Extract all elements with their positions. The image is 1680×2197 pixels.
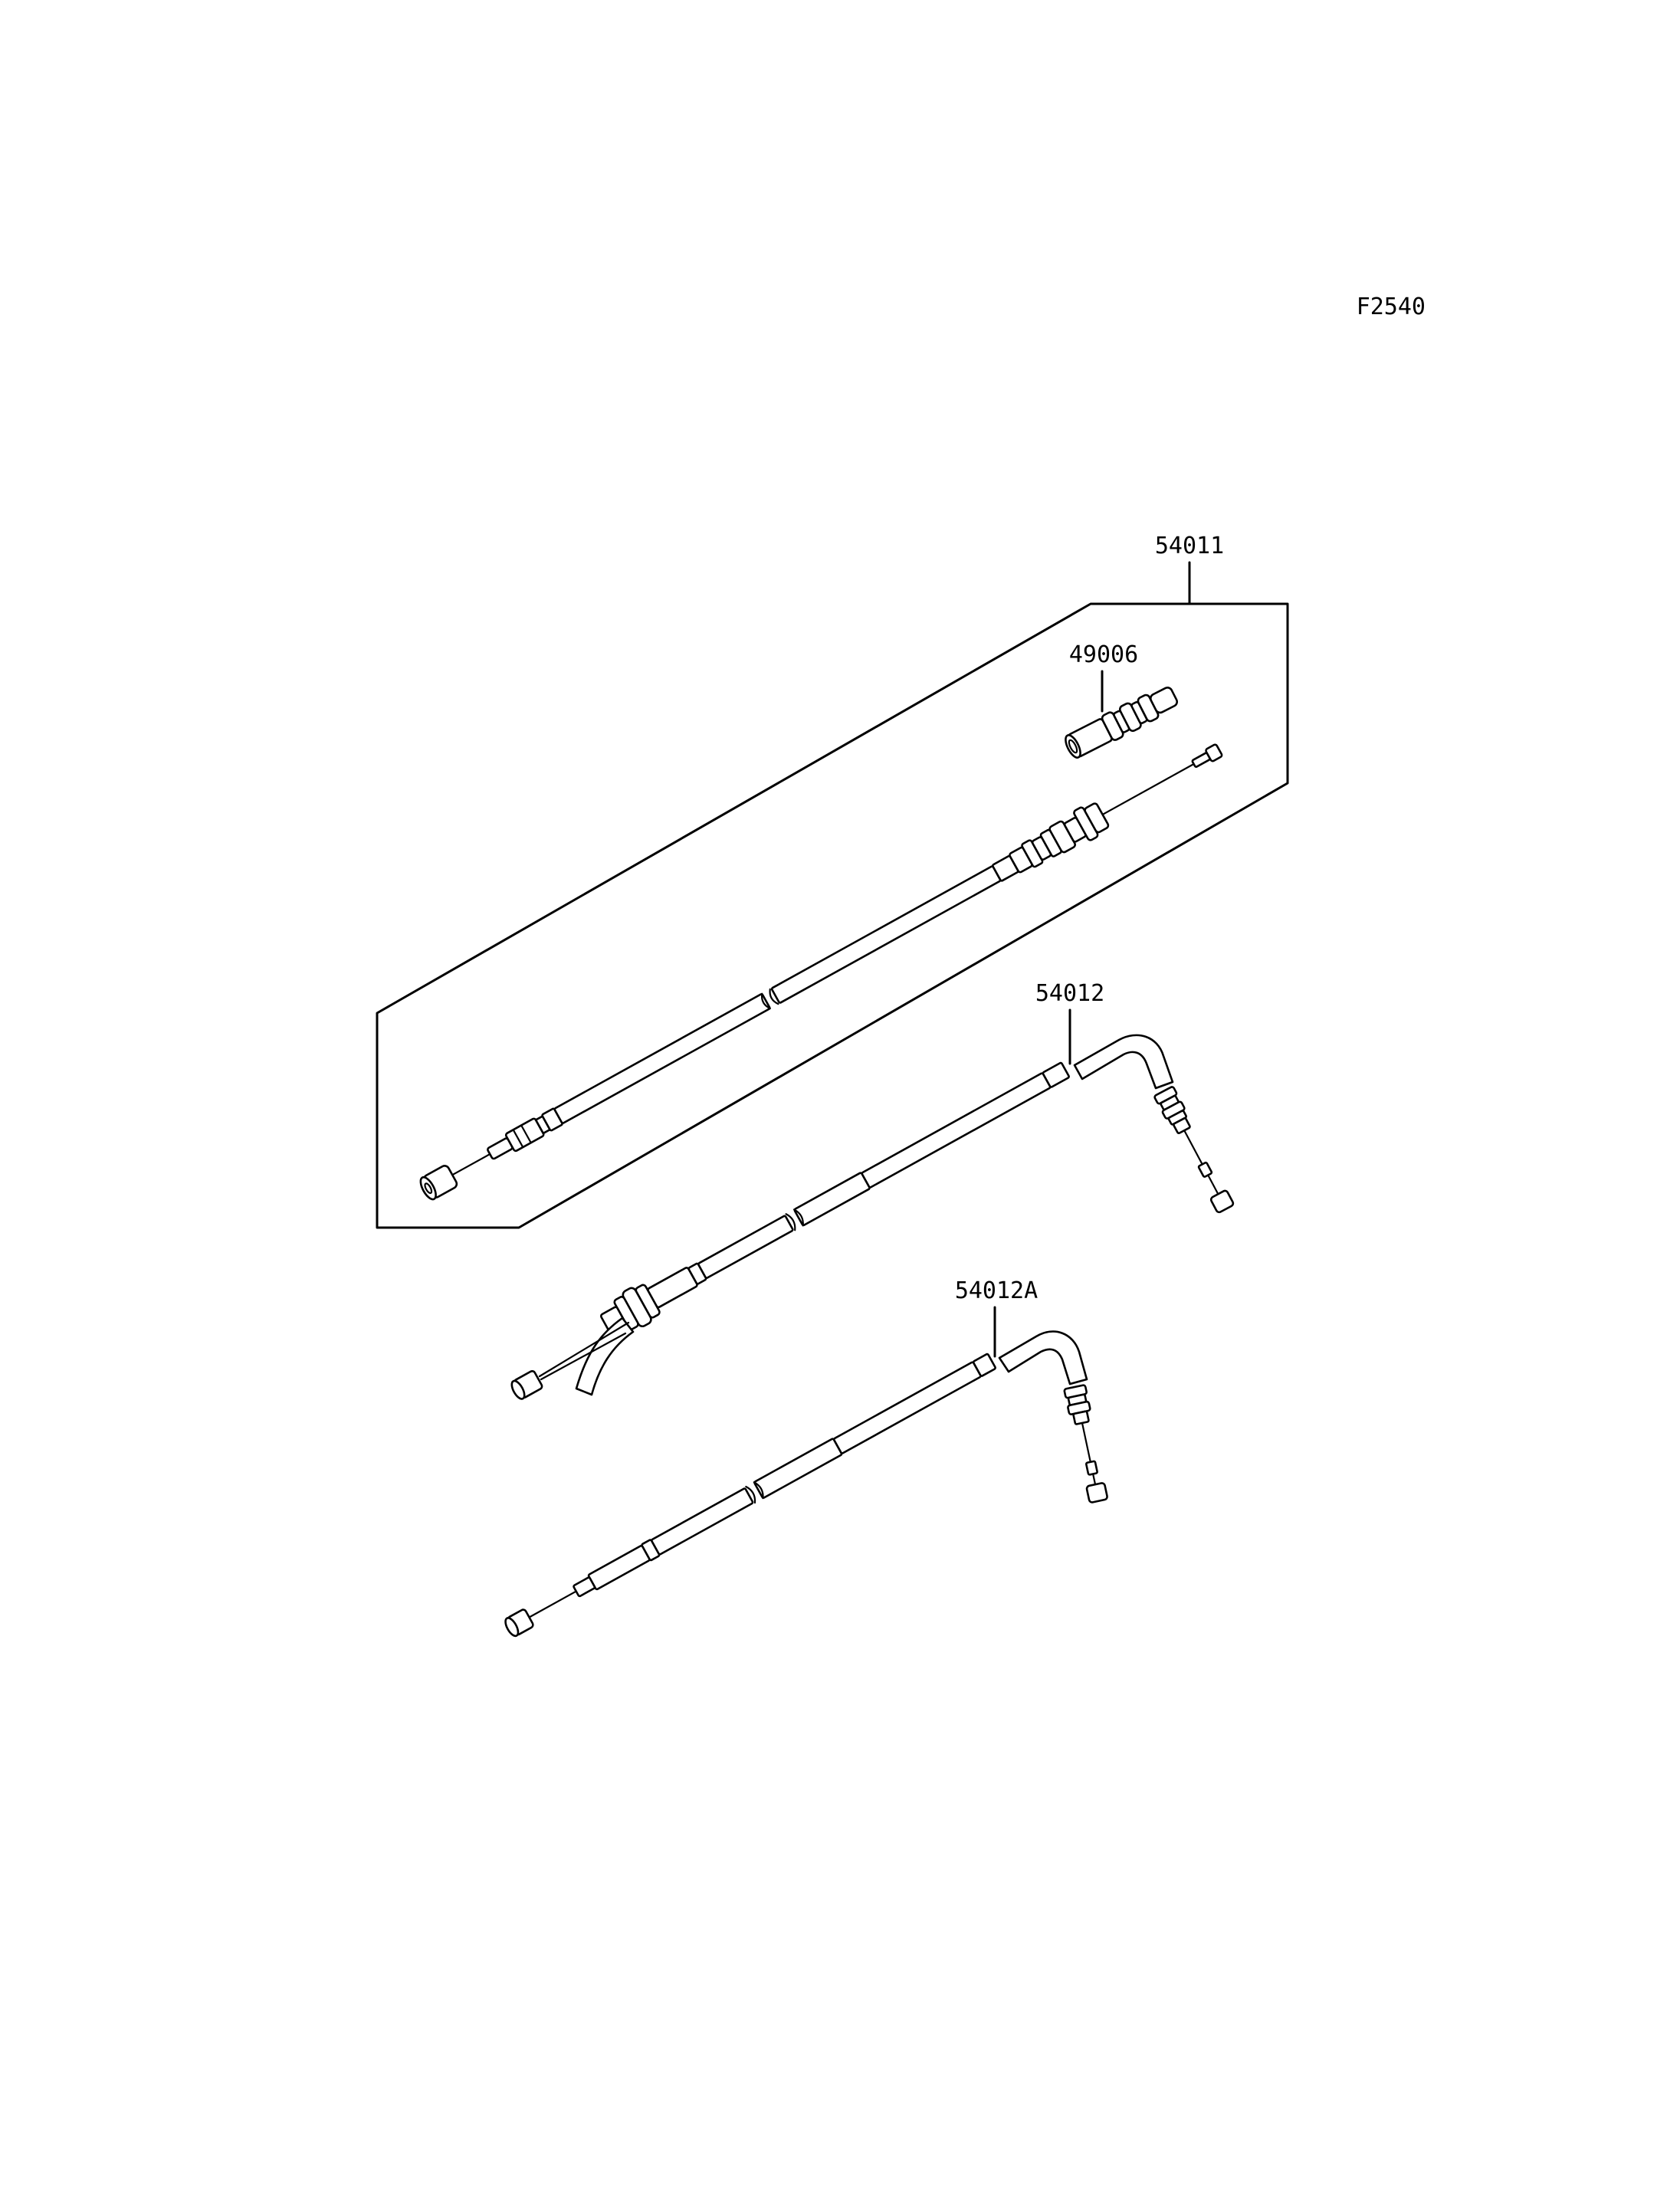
- cable-54012A: 54012A: [504, 1277, 1108, 1638]
- part-49006-grommet: 49006: [1065, 641, 1179, 759]
- part-label-54012[interactable]: 54012: [1035, 980, 1104, 1007]
- cable-54011: [419, 743, 1223, 1201]
- kit-54011: 54011 49006: [376, 533, 1289, 1229]
- kit-boundary-54011: [376, 602, 1289, 1229]
- part-label-49006[interactable]: 49006: [1069, 641, 1138, 668]
- cable-54012: 54012: [510, 980, 1235, 1400]
- part-label-54012A[interactable]: 54012A: [955, 1277, 1038, 1304]
- part-label-54011[interactable]: 54011: [1155, 533, 1224, 559]
- figure-code: F2540: [1357, 293, 1426, 320]
